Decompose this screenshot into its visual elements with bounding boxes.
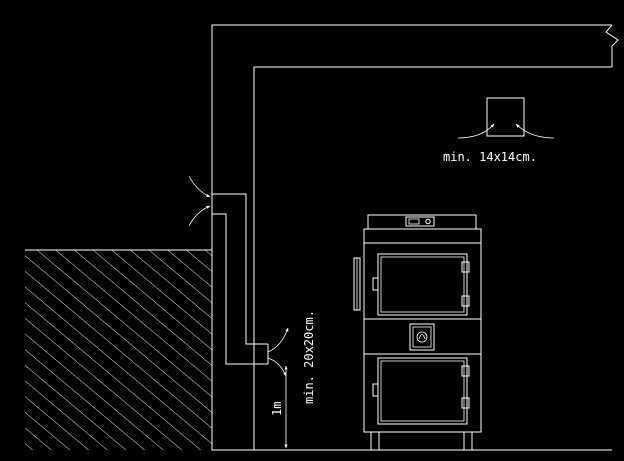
- lower-door: [377, 357, 468, 425]
- ceiling-airflow-right-arrow: [515, 123, 555, 139]
- upper-door-hinge: [372, 277, 379, 291]
- ground-hatch: [25, 249, 212, 450]
- lower-door-latch-bottom: [461, 397, 470, 409]
- airflow-in-top-arrow: [188, 175, 211, 198]
- boiler-leg-left: [370, 431, 380, 451]
- wall-vent-label: min. 20x20cm.: [302, 310, 316, 404]
- ceiling-vent: [486, 97, 525, 137]
- lower-door-hinge: [372, 383, 379, 397]
- boiler-body: [363, 228, 482, 433]
- flame-logo-icon: [409, 323, 435, 351]
- boiler-leg-right: [463, 431, 473, 451]
- building-outline: [211, 24, 619, 451]
- airflow-out-down-arrow: [267, 357, 287, 377]
- upper-door: [377, 253, 468, 316]
- ceiling-vent-label: min. 14x14cm.: [443, 150, 537, 164]
- boiler-control-panel: [405, 216, 435, 227]
- height-label: 1m: [270, 402, 284, 416]
- ceiling-airflow-left-arrow: [457, 123, 495, 139]
- lower-door-latch-top: [461, 365, 470, 377]
- airflow-in-bottom-arrow: [188, 205, 211, 227]
- wall-vent-duct: [212, 193, 269, 365]
- upper-door-latch-bottom: [461, 295, 470, 307]
- airflow-out-up-arrow: [267, 327, 289, 353]
- boiler: [353, 214, 482, 451]
- upper-door-latch-top: [461, 261, 470, 273]
- airflow-arrows: [188, 123, 555, 377]
